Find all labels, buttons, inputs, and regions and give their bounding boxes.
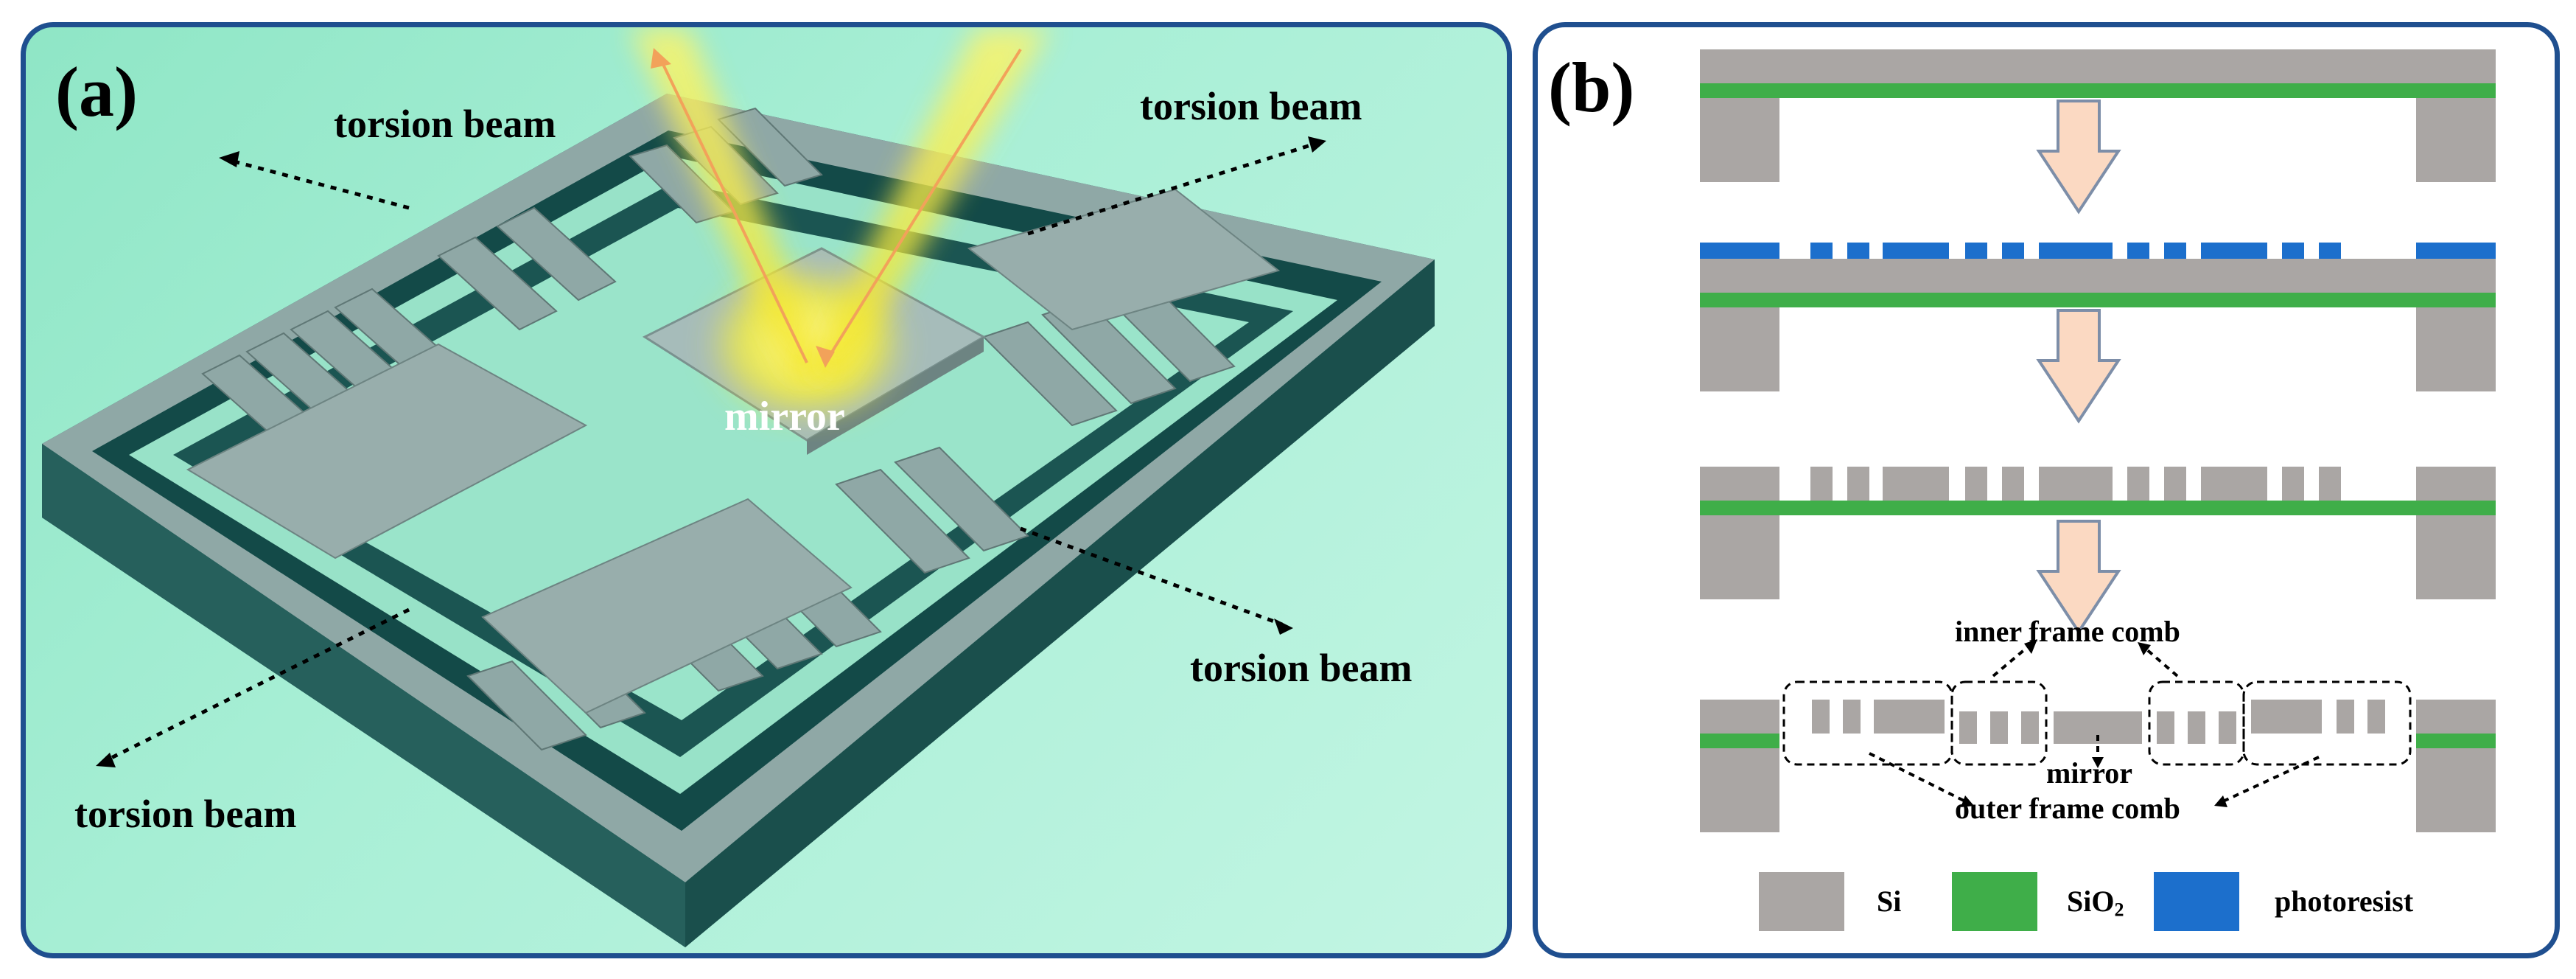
panel-a-letter: (a): [55, 52, 138, 131]
label-outer-frame-comb: outer frame comb: [1955, 792, 2180, 825]
label-torsion-beam-right: torsion beam: [1190, 646, 1413, 690]
outer-frame-plates: [186, 188, 1281, 714]
step-2-photoresist: [1700, 243, 2496, 391]
legend-swatch-sio2: [1952, 872, 2037, 931]
panel-b: (b) inner frame comb mirror outer frame …: [1533, 22, 2560, 958]
panel-b-letter: (b): [1548, 48, 1635, 127]
step-3-etched: [1700, 467, 2496, 599]
comb-highlight-boxes: [1782, 680, 2412, 766]
mems-mirror-illustration: [42, 27, 1435, 947]
legend-swatch-si: [1759, 872, 1844, 931]
label-inner-frame-comb: inner frame comb: [1955, 615, 2180, 648]
label-mirror: mirror: [2046, 756, 2132, 790]
step-4-released: [1700, 700, 2496, 832]
label-torsion-beam-top-right: torsion beam: [1140, 84, 1362, 128]
legend-label-si: Si: [1877, 885, 1902, 918]
label-torsion-beam-top-left: torsion beam: [334, 102, 556, 146]
process-arrow-2: [2036, 309, 2121, 424]
process-arrow-1: [2036, 100, 2121, 215]
torsion-beam-arrows: [104, 142, 1316, 763]
legend: [1759, 872, 2239, 931]
legend-label-photoresist: photoresist: [2275, 885, 2414, 918]
fabrication-process-diagram: [1700, 49, 2496, 931]
step-1-wafer: [1700, 49, 2496, 182]
label-torsion-beam-bottom-left: torsion beam: [74, 792, 297, 836]
process-arrow-3: [2036, 520, 2121, 635]
light-beam: [630, 27, 1050, 425]
legend-label-sio2: SiO2: [2067, 885, 2124, 921]
panel-a: (a) torsion beam torsion beam torsion be…: [21, 22, 1512, 958]
label-mirror: mirror: [724, 394, 845, 439]
leader-arrows: [1869, 644, 2320, 803]
legend-swatch-photoresist: [2154, 872, 2239, 931]
